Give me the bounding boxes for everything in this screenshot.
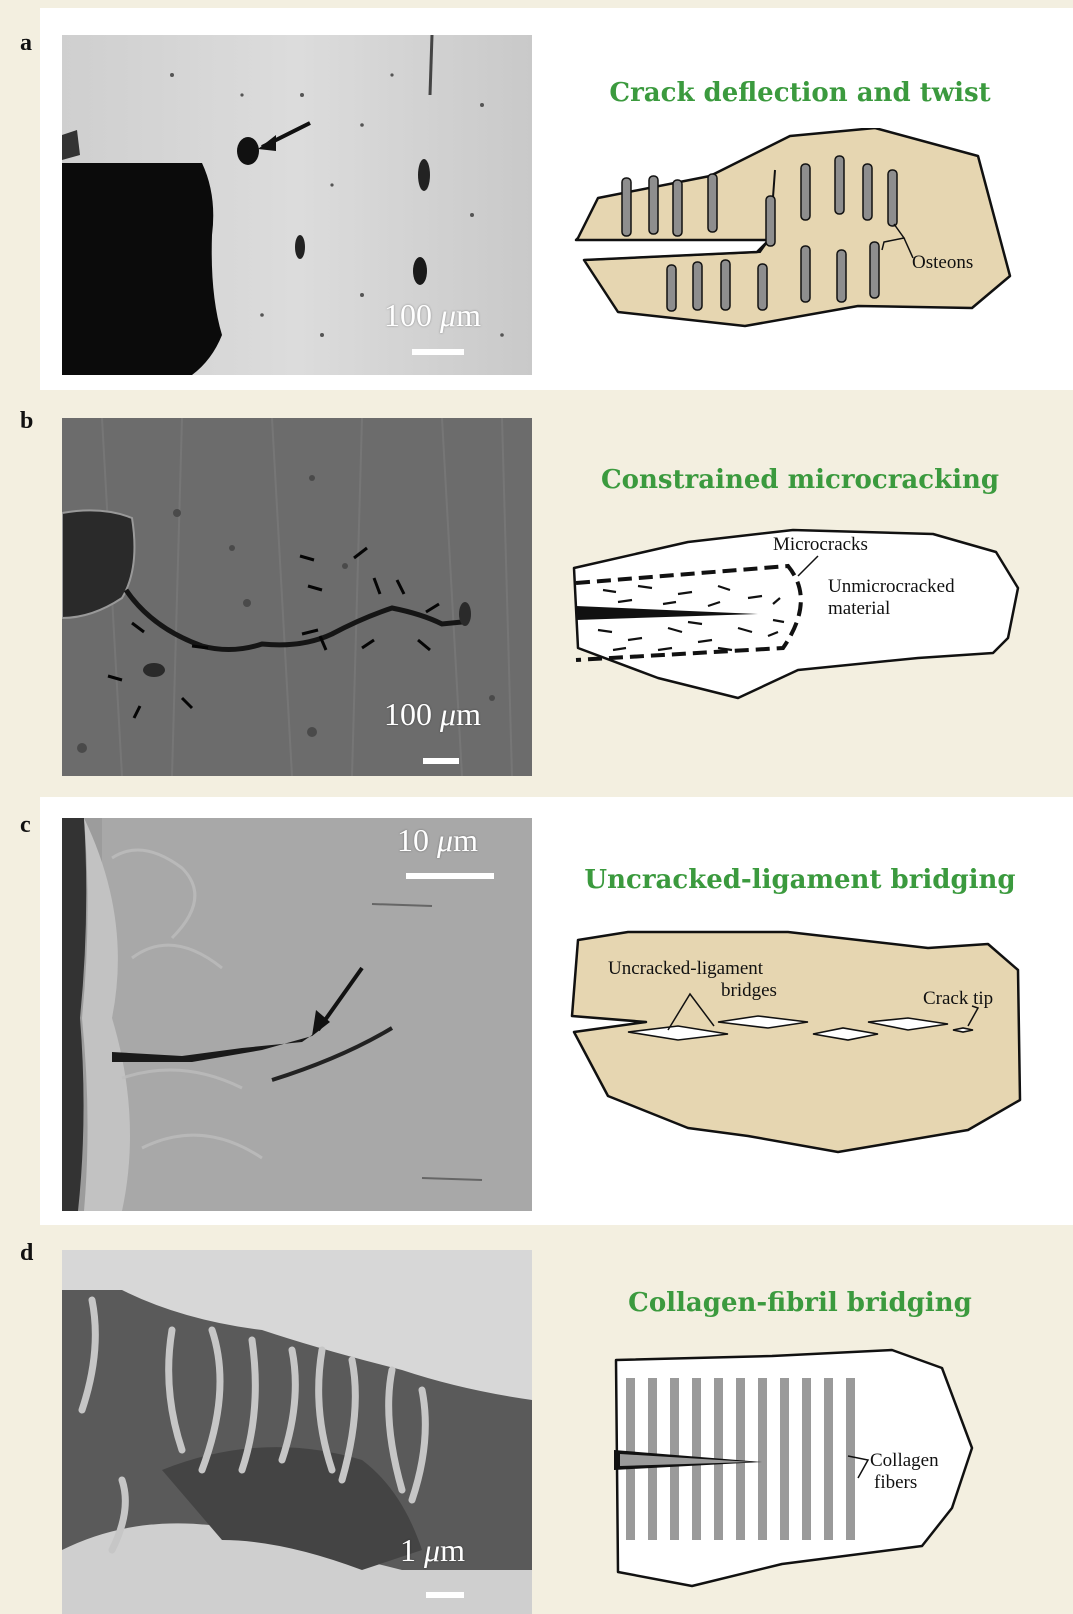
diagram-b: Microcracks Unmicrocracked material — [568, 528, 1028, 717]
scale-bar-c — [406, 873, 494, 879]
diagram-a: Osteons — [570, 128, 1030, 342]
panel-title-d: Collagen-fibril bridging — [560, 1288, 1040, 1318]
scale-label-c: 10 μm — [397, 822, 478, 859]
label-microcracks: Microcracks — [773, 534, 868, 555]
micrograph-b: 100 μm — [62, 418, 532, 776]
scale-bar-d — [426, 1592, 464, 1598]
panel-title-c: Uncracked-ligament bridging — [560, 865, 1040, 895]
micrograph-c: 10 μm — [62, 818, 532, 1211]
scale-bar-a — [412, 349, 464, 355]
label-collagen: Collagen — [870, 1450, 939, 1471]
panel-letter-c: c — [20, 812, 31, 839]
label-osteons: Osteons — [912, 252, 973, 273]
diagram-c: Uncracked-ligament bridges Crack tip — [568, 930, 1028, 1164]
panel-letter-a: a — [20, 30, 32, 57]
label-fibers: fibers — [874, 1472, 917, 1493]
label-uncracked-ligament: Uncracked-ligament — [608, 958, 764, 979]
micrograph-a: 100 μm — [62, 35, 532, 375]
scale-label-a: 100 μm — [384, 297, 481, 334]
micrograph-d: 1 μm — [62, 1250, 532, 1614]
panel-letter-b: b — [20, 408, 33, 435]
label-material: material — [828, 598, 890, 619]
scale-label-b: 100 μm — [384, 696, 481, 733]
label-crack-tip: Crack tip — [923, 988, 993, 1009]
scale-bar-b — [423, 758, 459, 764]
label-unmicrocracked: Unmicrocracked — [828, 576, 955, 597]
panel-title-a: Crack deflection and twist — [560, 78, 1040, 108]
diagram-d: Collagen fibers — [612, 1348, 992, 1597]
panel-letter-d: d — [20, 1240, 33, 1267]
label-bridges: bridges — [721, 980, 777, 1001]
scale-label-d: 1 μm — [400, 1532, 465, 1569]
panel-title-b: Constrained microcracking — [560, 465, 1040, 495]
